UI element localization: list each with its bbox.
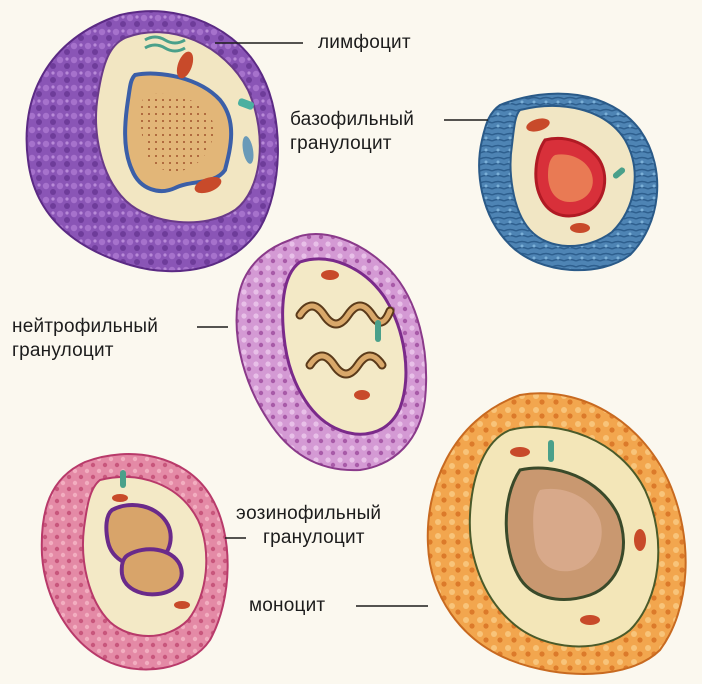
eosinophil-cell-icon [42,454,228,669]
neutrophil-label-line1: нейтрофильный [12,316,158,338]
basophil-label-line2: гранулоцит [290,133,392,155]
monocyte-label: моноцит [249,595,325,617]
lymphocyte-cell-icon [27,11,278,271]
lymphocyte-label: лимфоцит [318,32,411,54]
monocyte-cell-icon [428,393,686,674]
eosinophil-label-line2: гранулоцит [263,527,365,549]
basophil-cell-icon [479,94,657,271]
basophil-label-line1: базофильный [290,109,414,131]
eosinophil-label-line1: эозинофильный [236,503,381,525]
neutrophil-label-line2: гранулоцит [12,340,114,362]
neutrophil-cell-icon [237,234,427,470]
